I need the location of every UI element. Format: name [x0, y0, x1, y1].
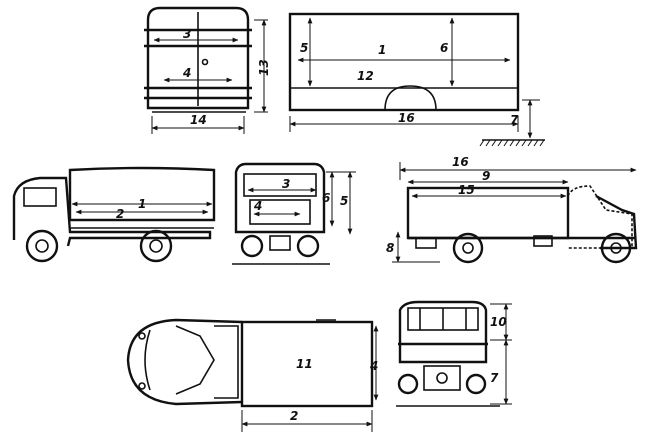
label-6: 6	[322, 191, 330, 205]
body-side-view: 1 5 6 12 16 7	[288, 12, 545, 147]
label-1: 1	[378, 43, 386, 57]
label-7: 7	[490, 371, 499, 385]
label-10: 10	[490, 315, 507, 329]
label-4: 4	[369, 359, 378, 373]
label-15: 15	[458, 183, 475, 197]
label-14: 14	[190, 113, 207, 127]
label-5: 5	[300, 41, 308, 55]
label-16: 16	[452, 155, 469, 169]
truck-front-view: 10 7	[396, 300, 512, 407]
label-12: 12	[357, 69, 374, 83]
label-3: 3	[282, 177, 290, 191]
label-7: 7	[510, 113, 519, 127]
label-1: 1	[138, 197, 146, 211]
truck-right-view: 16 9 15 8	[386, 155, 638, 264]
label-4: 4	[182, 66, 191, 80]
label-8: 8	[386, 241, 394, 255]
label-5: 5	[340, 194, 348, 208]
truck-top-view: 11 4 2	[126, 318, 379, 432]
label-16: 16	[398, 111, 415, 125]
label-3: 3	[183, 27, 191, 41]
truck-left-view: 2 1	[12, 166, 216, 263]
label-6: 6	[440, 41, 448, 55]
truck-rear-view: 3 4 6 5	[232, 162, 356, 265]
body-rear-view: 3 4 13 14	[144, 6, 271, 134]
label-9: 9	[482, 169, 490, 183]
label-4: 4	[253, 199, 262, 213]
label-11: 11	[296, 357, 313, 371]
label-2: 2	[290, 409, 298, 423]
label-13: 13	[257, 59, 271, 76]
label-2: 2	[116, 207, 124, 221]
